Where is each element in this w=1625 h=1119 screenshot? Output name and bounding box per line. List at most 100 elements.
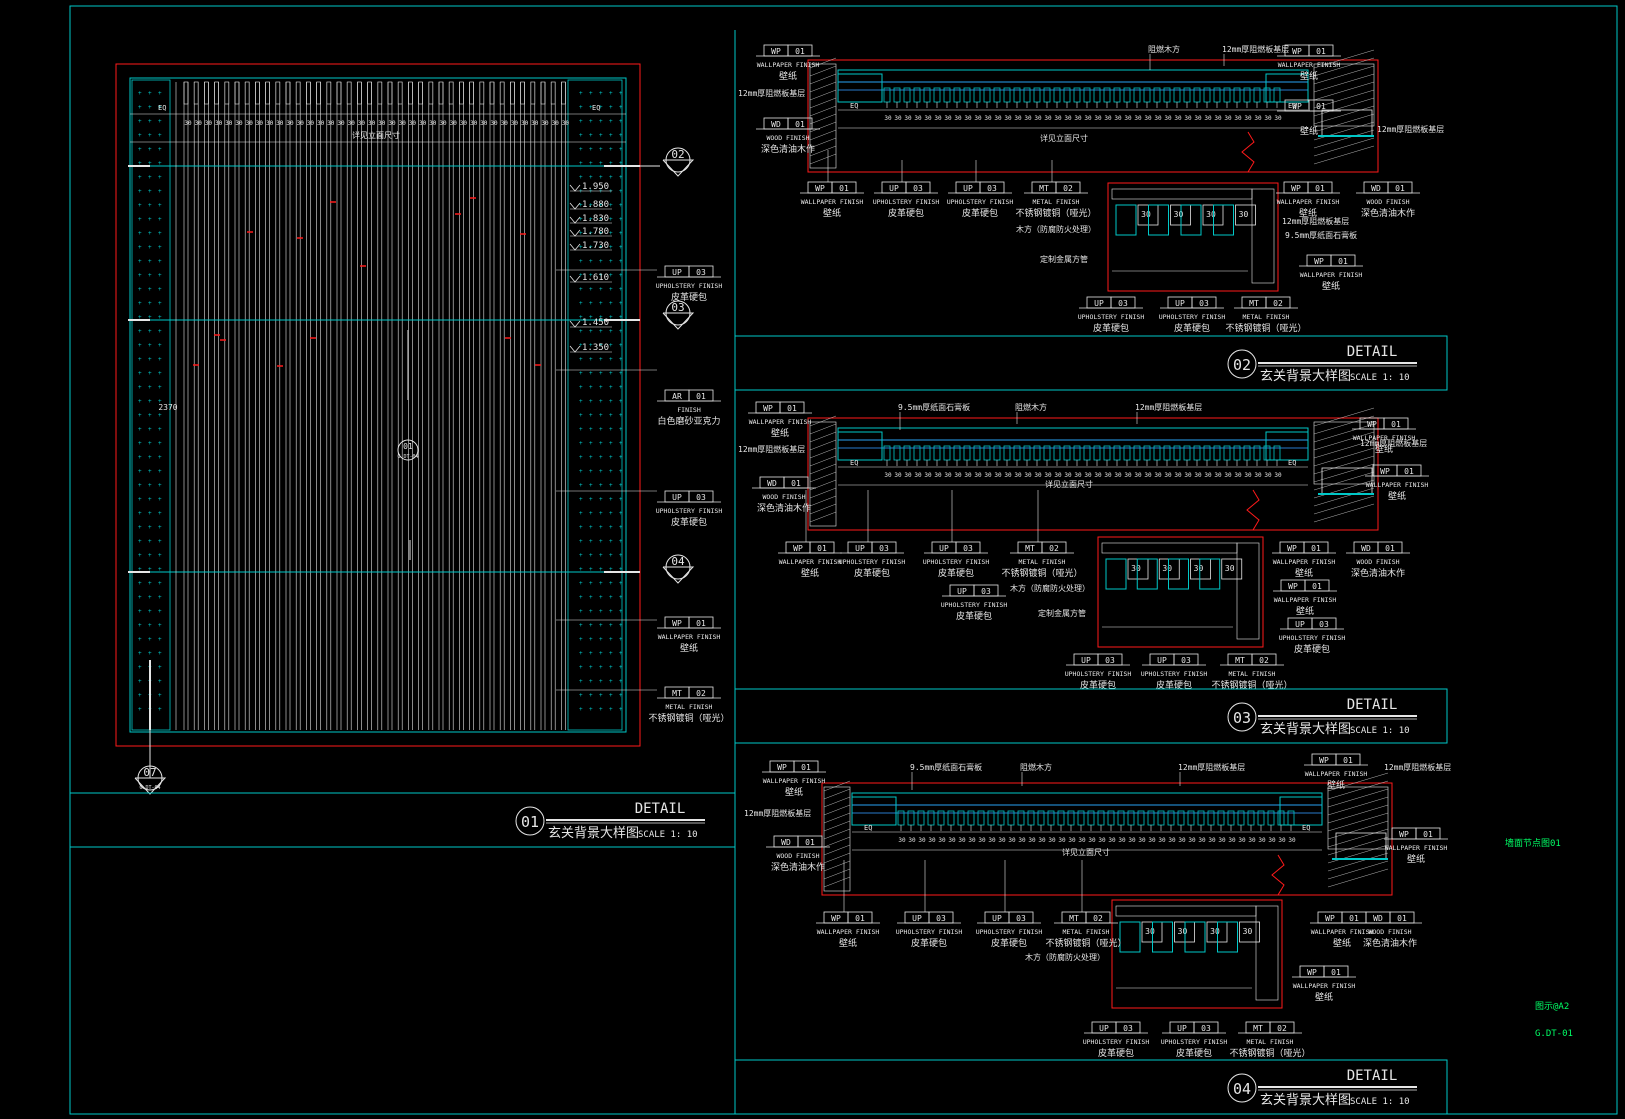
pattern-cross: + [579, 524, 583, 531]
tag-chinese: 皮革硬包 [1294, 643, 1330, 655]
pattern-cross: + [609, 496, 613, 503]
tag-number: 01 [1315, 184, 1325, 193]
dim-30: 30 [1194, 472, 1202, 479]
tag-english: FINISH [677, 406, 701, 414]
dim-30: 30 [1064, 472, 1072, 479]
pattern-cross: + [589, 370, 593, 377]
hatch-line [1313, 113, 1375, 133]
enlarged-wall [1251, 188, 1275, 284]
slat-top [428, 81, 434, 105]
pattern-cross: + [138, 90, 142, 97]
pattern-cross: + [148, 286, 152, 293]
dim-30: 30 [1124, 472, 1132, 479]
pattern-cross: + [599, 524, 603, 531]
tag-number: 01 [696, 392, 706, 401]
pattern-cross: + [138, 132, 142, 139]
dim-30: 30 [1034, 115, 1042, 122]
dim-eq: EQ [592, 104, 600, 112]
pattern-cross: + [619, 650, 623, 657]
pattern-cross: + [599, 244, 603, 251]
dim-30: 30 [1124, 115, 1132, 122]
pattern-cross: + [138, 650, 142, 657]
enlarged-dim: 30 [1194, 564, 1204, 573]
pattern-cross: + [158, 552, 162, 559]
slat-top [326, 81, 332, 105]
hatch-line [1313, 145, 1375, 165]
dim-30: 30 [286, 120, 294, 127]
tag-chinese: 皮革硬包 [1093, 322, 1129, 334]
pattern-cross: + [138, 174, 142, 181]
pattern-cross: + [619, 272, 623, 279]
dim-30: 30 [1048, 837, 1056, 844]
pattern-cross: + [158, 692, 162, 699]
pattern-cross: + [579, 692, 583, 699]
tag-chinese: 壁纸 [1322, 280, 1340, 292]
dim-30: 30 [928, 837, 936, 844]
dim-30: 30 [521, 120, 529, 127]
pattern-cross: + [148, 468, 152, 475]
enlarged-slat [1152, 921, 1173, 953]
tag-chinese: 皮革硬包 [991, 937, 1027, 949]
pattern-cross: + [599, 706, 603, 713]
tag-english: METAL FINISH [1033, 198, 1080, 206]
pattern-cross: + [138, 258, 142, 265]
tag-english: WALLPAPER FINISH [749, 418, 812, 426]
level-value: 1.610 [582, 273, 609, 283]
dim-30: 30 [388, 120, 396, 127]
level-value: 1.450 [582, 318, 609, 328]
dim-30: 30 [1134, 472, 1142, 479]
tag-english: METAL FINISH [1243, 313, 1290, 321]
dim-30: 30 [1058, 837, 1066, 844]
tag-number: 03 [1118, 299, 1128, 308]
hatch-line [809, 137, 837, 149]
dim-30: 30 [974, 472, 982, 479]
pattern-cross: + [609, 258, 613, 265]
dim-30: 30 [1184, 472, 1192, 479]
tag-code: WD [1373, 914, 1383, 923]
pattern-cross: + [599, 104, 603, 111]
tag-english: UPHOLSTERY FINISH [976, 928, 1043, 936]
dim-30: 30 [531, 120, 539, 127]
tag-code: WP [1399, 830, 1409, 839]
title-chinese: 玄关背景大样图 [1260, 1093, 1351, 1108]
pattern-cross: + [579, 244, 583, 251]
slat-top [316, 81, 321, 105]
pattern-cross: + [619, 636, 623, 643]
hatch-line [809, 129, 837, 141]
dim-30: 30 [195, 120, 203, 127]
dim-30: 30 [1108, 837, 1116, 844]
tag-chinese: 深色清油木作 [1351, 567, 1405, 579]
pattern-cross: + [138, 118, 142, 125]
dim-30: 30 [246, 120, 254, 127]
tag-number: 03 [1319, 620, 1329, 629]
pattern-cross: + [609, 510, 613, 517]
pattern-cross: + [609, 664, 613, 671]
pattern-cross: + [158, 412, 162, 419]
dim-30: 30 [1194, 115, 1202, 122]
pattern-cross: + [148, 272, 152, 279]
tag-english: UPHOLSTERY FINISH [656, 282, 723, 290]
break-line [1246, 489, 1260, 531]
pattern-cross: + [599, 384, 603, 391]
pattern-cross: + [158, 510, 162, 517]
pattern-cross: + [148, 496, 152, 503]
pattern-cross: + [579, 706, 583, 713]
section-number: 04 [671, 555, 685, 568]
left-frame-box [837, 73, 883, 103]
hatch-line [809, 439, 837, 451]
pattern-cross: + [579, 412, 583, 419]
pattern-cross: + [148, 188, 152, 195]
tag-code: UP [939, 544, 949, 553]
dim-30: 30 [399, 120, 407, 127]
pattern-cross: + [619, 538, 623, 545]
enlarged-dim: 30 [1162, 564, 1172, 573]
tag-chinese: 白色磨砂亚克力 [657, 415, 720, 427]
tag-english: UPHOLSTERY FINISH [1279, 634, 1346, 642]
slat-top [265, 81, 270, 105]
